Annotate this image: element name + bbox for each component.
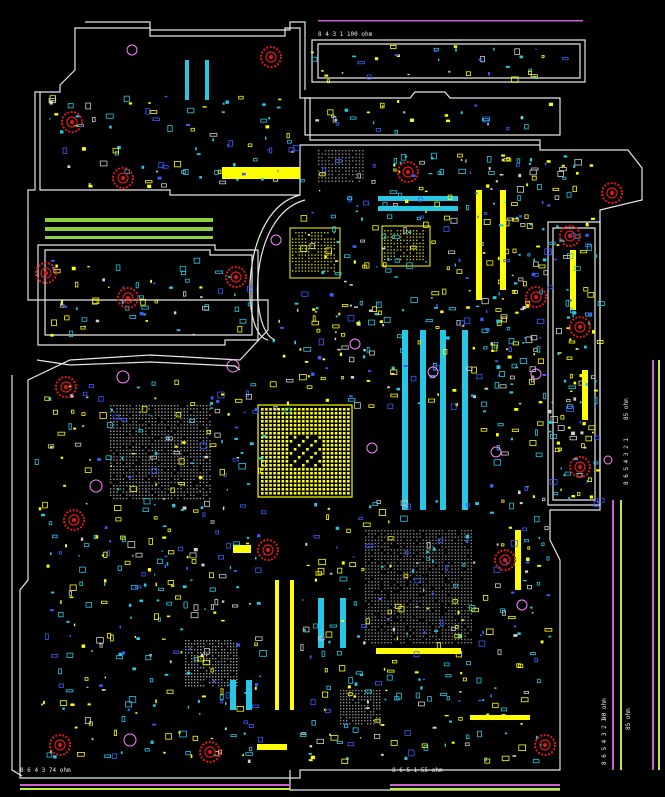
label-bottom-mid: 8 6 5 1 55 ohm bbox=[392, 767, 443, 774]
label-right-lower-b: 85 ohm bbox=[625, 708, 632, 730]
impedance-labels: 8 4 3 1 100 ohm 8 6 4 3 74 ohm 8 6 5 1 5… bbox=[20, 31, 632, 774]
cpu-bga-footprint bbox=[257, 404, 353, 498]
via-rings bbox=[89, 44, 613, 747]
label-right-numbers-upper: 8 6 5 4 3 2 1 bbox=[623, 438, 630, 485]
label-right-lower-a: 90 ohm bbox=[601, 698, 608, 720]
label-right-numbers-lower: 8 6 5 4 3 2 1 bbox=[601, 718, 608, 765]
label-right-upper: 85 ohm bbox=[623, 398, 630, 420]
bga-grids bbox=[110, 150, 472, 725]
yellow-pad-rows bbox=[222, 167, 588, 750]
cyan-pad-columns bbox=[185, 60, 468, 710]
label-bottom-left: 8 6 4 3 74 ohm bbox=[20, 767, 71, 774]
trace-routes bbox=[20, 20, 660, 790]
small-components bbox=[34, 44, 605, 764]
mounting-holes bbox=[35, 46, 623, 763]
label-top-right: 8 4 3 1 100 ohm bbox=[318, 31, 373, 38]
